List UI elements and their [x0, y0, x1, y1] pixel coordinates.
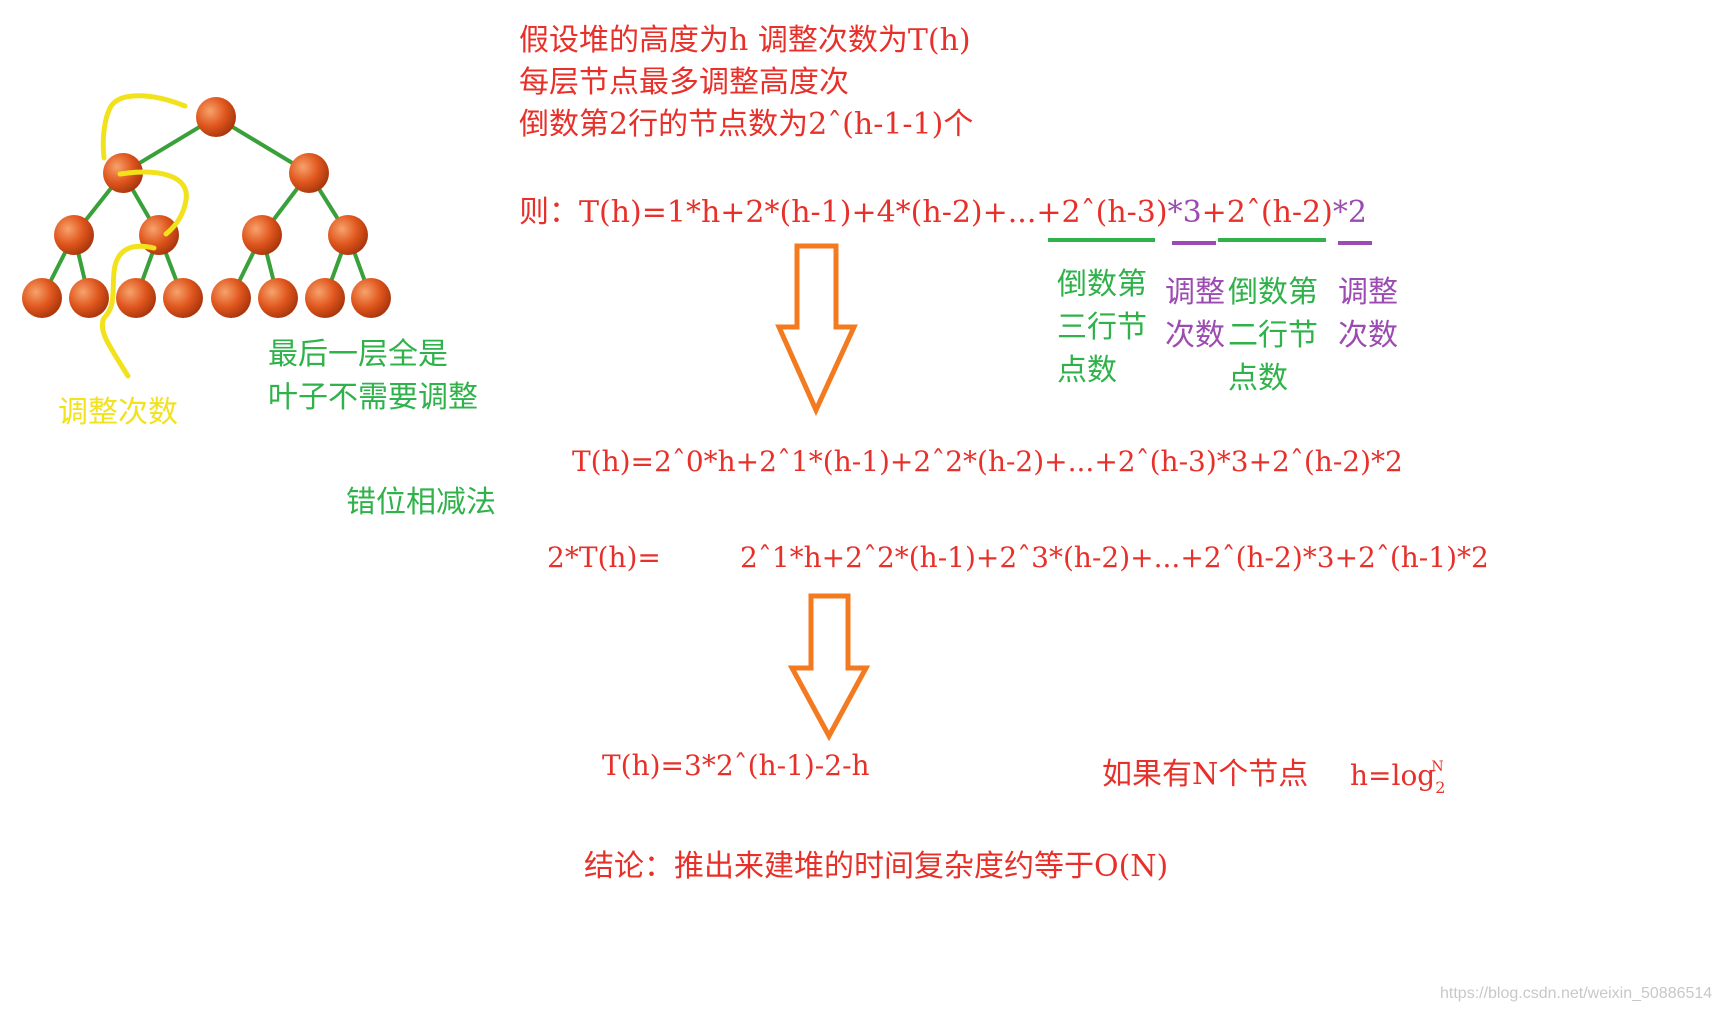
- watermark: https://blog.csdn.net/weixin_50886514: [1440, 985, 1712, 1002]
- tree-node: [258, 278, 298, 318]
- h-log-text: h=log: [1350, 759, 1436, 792]
- note-count-second-2: 二行节: [1228, 318, 1318, 353]
- note-adjust-a-1: 调整: [1165, 275, 1225, 310]
- note-count-second-3: 点数: [1228, 361, 1288, 396]
- subtraction-method-label: 错位相减法: [346, 485, 496, 520]
- tree-node: [163, 278, 203, 318]
- adjust-curve-3: [99, 243, 157, 379]
- leaf-note-2: 叶子不需要调整: [268, 380, 478, 415]
- term-count-third: +2ˆ(h-3): [1036, 195, 1168, 230]
- intro-line-1: 假设堆的高度为h 调整次数为T(h): [519, 23, 971, 58]
- tree-node: [22, 278, 62, 318]
- down-arrow-1: [775, 243, 858, 417]
- subtraction-eq-2-lhs: 2*T(h)=: [547, 541, 661, 574]
- result-n-nodes: 如果有N个节点: [1102, 757, 1309, 792]
- tree-node: [242, 215, 282, 255]
- note-adjust-b-2: 次数: [1338, 318, 1398, 353]
- term-count-second: +2ˆ(h-2): [1201, 195, 1333, 230]
- tree-node: [196, 97, 236, 137]
- down-arrow-2: [787, 593, 871, 742]
- adjust-curve-1: [100, 93, 188, 161]
- tree-node: [305, 278, 345, 318]
- tree-node: [289, 153, 329, 193]
- first-formula: 则：T(h)=1*h+2*(h-1)+4*(h-2)+...+2ˆ(h-3)*3…: [519, 198, 1367, 228]
- note-adjust-a-2: 次数: [1165, 318, 1225, 353]
- log-base: 2: [1435, 778, 1446, 797]
- intro-line-3: 倒数第2行的节点数为2ˆ(h-1-1)个: [519, 107, 974, 142]
- intro-line-2: 每层节点最多调整高度次: [519, 65, 849, 100]
- tree-node: [351, 278, 391, 318]
- tree-node: [116, 278, 156, 318]
- note-count-third-1: 倒数第: [1057, 267, 1147, 302]
- subtraction-eq-1: T(h)=2ˆ0*h+2ˆ1*(h-1)+2ˆ2*(h-2)+...+2ˆ(h-…: [572, 445, 1403, 478]
- term-adjust-two: *2: [1332, 195, 1367, 230]
- tree-node: [211, 278, 251, 318]
- adjust-curve-2: [117, 169, 189, 237]
- note-count-second-1: 倒数第: [1228, 275, 1318, 310]
- conclusion: 结论：推出来建堆的时间复杂度约等于O(N): [584, 849, 1169, 884]
- first-formula-prefix: 则：T(h)=1*h+2*(h-1)+4*(h-2)+...: [519, 195, 1037, 230]
- note-adjust-b-1: 调整: [1338, 275, 1398, 310]
- tree-edges: [40, 115, 373, 299]
- term-adjust-three: *3: [1167, 195, 1202, 230]
- tree-node: [69, 278, 109, 318]
- result-h-log: h=log2 N: [1350, 759, 1446, 797]
- tree-adjust-label: 调整次数: [58, 395, 178, 430]
- log-argument: N: [1431, 759, 1444, 775]
- subtraction-eq-2-rhs: 2ˆ1*h+2ˆ2*(h-1)+2ˆ3*(h-2)+...+2ˆ(h-2)*3+…: [740, 541, 1489, 574]
- result-equation: T(h)=3*2ˆ(h-1)-2-h: [602, 749, 870, 782]
- tree-nodes: [22, 97, 391, 318]
- leaf-note-1: 最后一层全是: [268, 337, 448, 372]
- note-count-third-3: 点数: [1057, 353, 1117, 388]
- note-count-third-2: 三行节: [1057, 310, 1147, 345]
- tree-node: [54, 215, 94, 255]
- tree-node: [328, 215, 368, 255]
